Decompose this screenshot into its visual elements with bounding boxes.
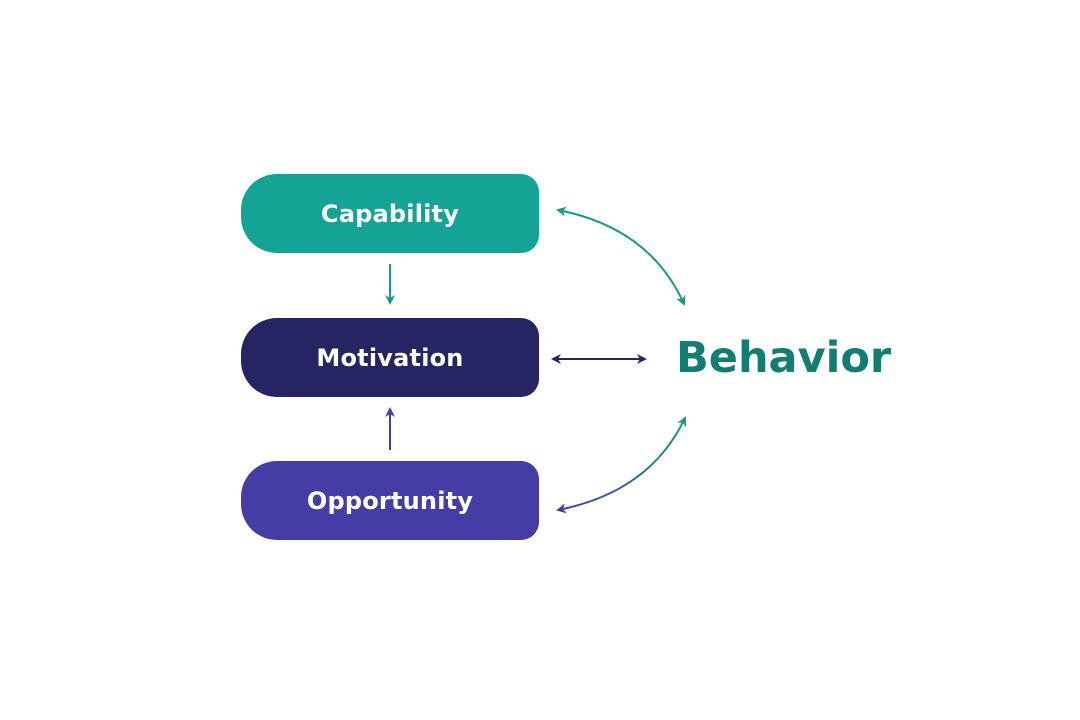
opportunity-label: Opportunity: [306, 486, 474, 515]
behavior-label: Behavior: [676, 333, 892, 383]
motivation-label: Motivation: [316, 343, 464, 372]
opportunity-node: Opportunity: [241, 461, 539, 540]
capability-node: Capability: [241, 174, 539, 253]
arrow-opportunity-behavior: [556, 416, 687, 514]
motivation-node: Motivation: [241, 318, 539, 397]
arrow-capability-behavior: [556, 206, 686, 306]
capability-label: Capability: [320, 199, 460, 228]
